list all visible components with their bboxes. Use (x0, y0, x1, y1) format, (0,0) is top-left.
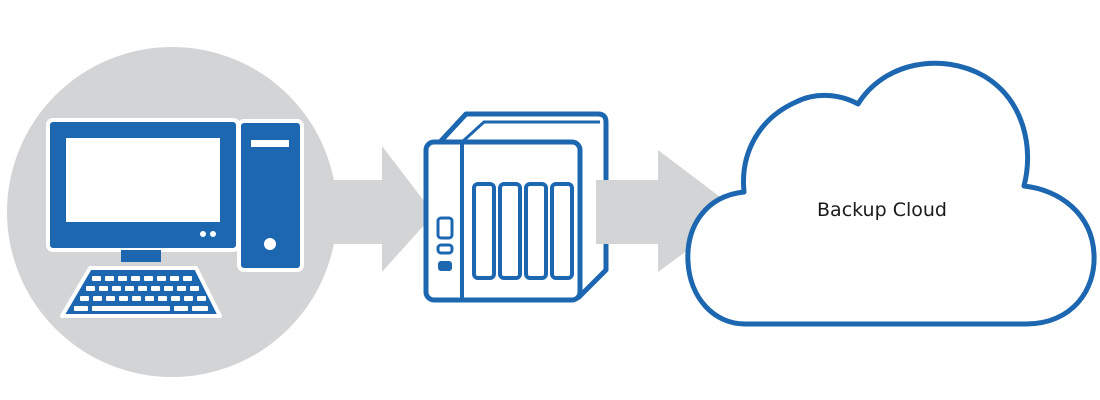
nas-drive-bay (550, 182, 574, 280)
keyboard-icon (60, 266, 222, 318)
nas-power-button (438, 261, 452, 271)
flow-arrow-computer-to-nas (312, 146, 434, 272)
tower-drive-slot (251, 140, 289, 147)
monitor-screen (66, 138, 220, 222)
keyboard-keys (74, 276, 208, 311)
nas-drive-bay (498, 182, 522, 280)
nas-drive-bay (472, 182, 496, 280)
tower-power-button (264, 238, 276, 250)
flow-arrow-nas-to-cloud (596, 150, 740, 272)
computer-node (7, 47, 337, 377)
nas-status-light (436, 243, 454, 255)
cloud-icon (685, 60, 1097, 327)
nas-top-face (438, 111, 609, 300)
monitor-button (200, 231, 206, 237)
desktop-computer-icon (46, 118, 304, 318)
monitor-stand (121, 250, 161, 262)
monitor-button (210, 231, 216, 237)
nas-top-inner-edge (460, 120, 600, 144)
tower-icon (237, 119, 304, 272)
cloud-label: Backup Cloud (817, 199, 947, 221)
cloud-node: Backup Cloud (685, 60, 1097, 327)
nas-drive-bay (524, 182, 548, 280)
nas-server-icon (423, 111, 609, 303)
nas-usb-port (436, 216, 454, 240)
